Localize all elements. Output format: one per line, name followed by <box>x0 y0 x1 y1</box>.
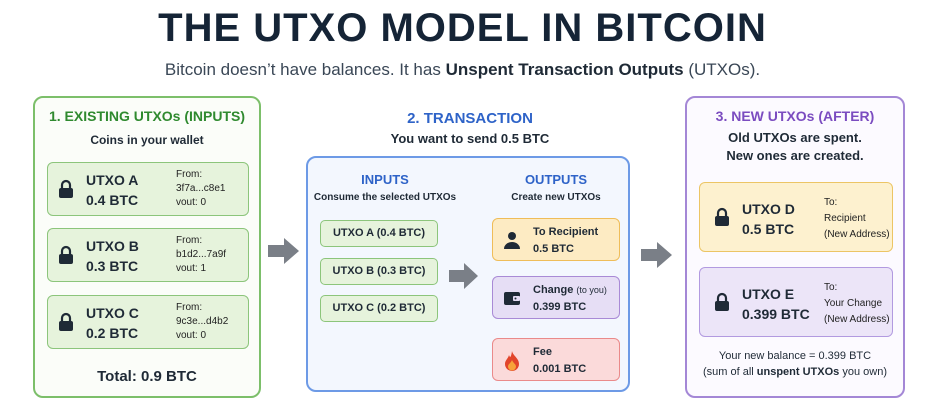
outputs-subtitle: Create new UTXOs <box>511 192 601 203</box>
new-panel-subtitle-2: New ones are created. <box>726 148 864 163</box>
utxo-amount: 0.2 BTC <box>86 325 139 341</box>
utxo-amount: 0.4 BTC <box>86 192 139 208</box>
utxo-meta: From: 3f7a...c8e1 vout: 0 <box>176 168 225 210</box>
output-amount: 0.399 BTC <box>533 301 587 313</box>
new-panel-title: 3. NEW UTXOs (AFTER) <box>715 108 875 124</box>
utxo-from: 3f7a...c8e1 <box>176 183 226 194</box>
output-label: To Recipient <box>533 226 599 238</box>
utxo-amount: 0.3 BTC <box>86 258 139 274</box>
transaction-title: 2. TRANSACTION <box>407 110 533 127</box>
change-note: (to you) <box>576 285 607 295</box>
new-utxos-panel: 3. NEW UTXOs (AFTER) Old UTXOs are spent… <box>685 96 905 398</box>
arrow-right-icon <box>449 262 479 295</box>
utxo-meta: From: 9c3e...d4b2 vout: 0 <box>176 301 228 343</box>
existing-utxos-panel: 1. EXISTING UTXOs (INPUTS) Coins in your… <box>33 96 261 398</box>
subtitle-bold: Unspent Transaction Outputs <box>445 60 684 79</box>
input-pill-b: UTXO B (0.3 BTC) <box>320 258 438 285</box>
arrow-right-icon <box>641 240 673 275</box>
outputs-title: OUTPUTS <box>524 172 588 187</box>
output-fee: Fee 0.001 BTC <box>492 338 620 381</box>
utxo-to-line2: (New Address) <box>824 229 890 240</box>
balance-note-suffix: you own) <box>839 366 887 378</box>
existing-panel-title: 1. EXISTING UTXOs (INPUTS) <box>48 108 246 124</box>
balance-note-bold: unspent UTXOs <box>756 366 840 378</box>
output-label: Change (to you) <box>533 284 607 296</box>
change-label: Change <box>533 284 574 296</box>
subtitle-suffix: (UTXOs). <box>683 60 761 79</box>
utxo-amount: 0.5 BTC <box>742 221 795 237</box>
input-pill-c: UTXO C (0.2 BTC) <box>320 295 438 322</box>
utxo-name: UTXO D <box>742 201 795 217</box>
utxo-from-label: From: <box>176 302 203 313</box>
utxo-meta: From: b1d2...7a9f vout: 1 <box>176 234 226 276</box>
output-amount: 0.001 BTC <box>533 363 587 375</box>
utxo-card-e: UTXO E 0.399 BTC To: Your Change (New Ad… <box>699 267 893 337</box>
lock-icon <box>714 292 730 317</box>
lock-icon <box>58 312 74 337</box>
transaction-subtitle: You want to send 0.5 BTC <box>390 131 550 146</box>
utxo-to-label: To: <box>824 282 838 293</box>
utxo-amount: 0.399 BTC <box>742 306 810 322</box>
output-recipient: To Recipient 0.5 BTC <box>492 218 620 261</box>
utxo-vout: vout: 0 <box>176 330 207 341</box>
utxo-vout: vout: 0 <box>176 197 207 208</box>
lock-icon <box>58 179 74 204</box>
new-balance-note: (sum of all unspent UTXOs you own) <box>687 366 903 378</box>
wallet-icon <box>503 289 521 312</box>
inputs-title: INPUTS <box>361 172 409 187</box>
utxo-card-b: UTXO B 0.3 BTC From: b1d2...7a9f vout: 1 <box>47 228 249 282</box>
fire-icon <box>503 351 521 376</box>
utxo-to-line1: Recipient <box>824 213 866 224</box>
utxo-card-a: UTXO A 0.4 BTC From: 3f7a...c8e1 vout: 0 <box>47 162 249 216</box>
utxo-meta: To: Your Change (New Address) <box>824 280 890 328</box>
page-subtitle: Bitcoin doesn’t have balances. It has Un… <box>0 60 925 80</box>
new-panel-subtitle-1: Old UTXOs are spent. <box>728 130 862 145</box>
utxo-card-c: UTXO C 0.2 BTC From: 9c3e...d4b2 vout: 0 <box>47 295 249 349</box>
utxo-card-d: UTXO D 0.5 BTC To: Recipient (New Addres… <box>699 182 893 252</box>
subtitle-prefix: Bitcoin doesn’t have balances. It has <box>164 60 446 79</box>
page-title: THE UTXO MODEL IN BITCOIN <box>158 6 767 50</box>
utxo-to-line2: (New Address) <box>824 314 890 325</box>
transaction-panel: INPUTS Consume the selected UTXOs UTXO A… <box>306 156 630 392</box>
utxo-meta: To: Recipient (New Address) <box>824 195 890 243</box>
output-change: Change (to you) 0.399 BTC <box>492 276 620 319</box>
utxo-name: UTXO C <box>86 305 139 321</box>
utxo-to-label: To: <box>824 197 838 208</box>
new-balance-line: Your new balance = 0.399 BTC <box>718 350 872 362</box>
person-icon <box>503 231 521 254</box>
existing-panel-subtitle: Coins in your wallet <box>90 133 204 147</box>
utxo-to-line1: Your Change <box>824 298 883 309</box>
output-amount: 0.5 BTC <box>533 243 574 255</box>
balance-note-prefix: (sum of all <box>702 366 757 378</box>
utxo-vout: vout: 1 <box>176 263 207 274</box>
lock-icon <box>58 245 74 270</box>
total-amount: Total: 0.9 BTC <box>97 368 197 385</box>
inputs-subtitle: Consume the selected UTXOs <box>313 192 457 203</box>
utxo-from: 9c3e...d4b2 <box>176 316 229 327</box>
utxo-name: UTXO B <box>86 238 139 254</box>
utxo-from-label: From: <box>176 169 203 180</box>
utxo-name: UTXO E <box>742 286 795 302</box>
output-label: Fee <box>533 346 552 358</box>
utxo-from-label: From: <box>176 235 203 246</box>
utxo-from: b1d2...7a9f <box>176 249 227 260</box>
utxo-name: UTXO A <box>86 172 139 188</box>
input-pill-a: UTXO A (0.4 BTC) <box>320 220 438 247</box>
lock-icon <box>714 207 730 232</box>
arrow-right-icon <box>268 236 300 271</box>
